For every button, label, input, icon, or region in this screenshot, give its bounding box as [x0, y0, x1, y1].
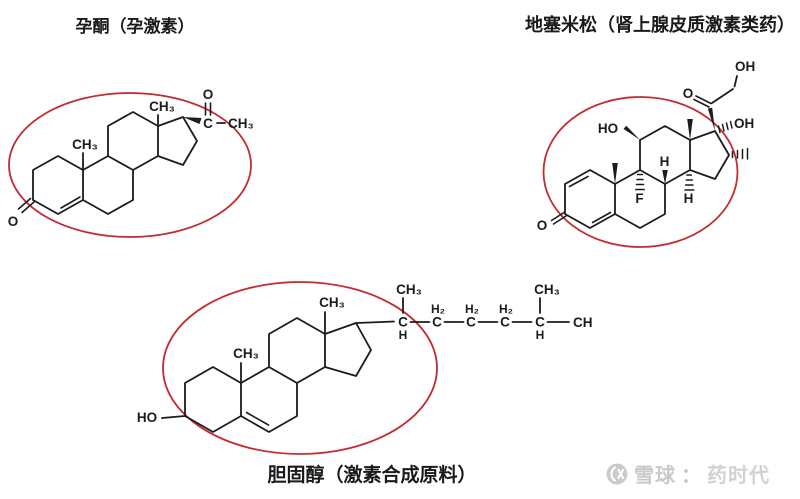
ketone-bond-1 — [552, 215, 567, 225]
cholesterol-bonds — [161, 297, 570, 433]
double-bond-c4-c5 — [60, 196, 81, 209]
atom-c13-methyl: CH₃ — [319, 295, 345, 310]
atom-c20: C — [203, 116, 213, 131]
atom-c20: C — [398, 315, 408, 330]
double-bond-c4-c5 — [591, 211, 612, 224]
progesterone-structure: O CH₃ CH₃ O C CH₃ — [8, 87, 254, 238]
atom-c13-methyl: CH₃ — [149, 99, 175, 114]
atom-h8: H — [660, 154, 670, 169]
c11-oh-wedge — [623, 125, 640, 140]
ketone-bond-2 — [550, 211, 565, 222]
c8-h-wedge — [662, 170, 668, 184]
atom-h25: H — [536, 328, 545, 342]
dexamethasone-structure: O HO F H H O OH OH — [537, 59, 756, 248]
c10-methyl-wedge — [612, 163, 618, 184]
cholesterol-structure: HO CH₃ CH₃ CH₃ C H C H₂ C H₂ C H₂ C H CH… — [137, 281, 593, 455]
watermark-brand: 雪球 — [634, 465, 676, 487]
progesterone-highlight-ellipse — [8, 92, 252, 238]
ring-b — [82, 155, 134, 215]
progesterone-bonds — [17, 102, 226, 215]
c20-ketone-bond-1 — [695, 95, 712, 105]
c20-c21-bond — [711, 88, 734, 104]
atom-c22: C — [432, 315, 442, 330]
atom-c21-methyl: CH₃ — [396, 282, 422, 297]
atom-oh21: OH — [735, 59, 755, 74]
ring-a — [564, 169, 616, 229]
atom-c24: C — [500, 315, 510, 330]
c9-f-hash-wedge — [635, 173, 645, 191]
ring-c — [639, 125, 691, 185]
atom-o3: O — [537, 218, 548, 233]
watermark-separator: ： — [681, 465, 702, 487]
cholesterol-caption: 胆固醇（激素合成原料） — [267, 465, 477, 486]
cholesterol-highlight-ellipse — [162, 281, 438, 455]
c17-c20-bond — [355, 320, 395, 324]
double-bond-c5-c6 — [245, 411, 270, 426]
atom-oh17: OH — [734, 116, 754, 131]
ring-b — [240, 366, 298, 433]
c3-oh-bond — [161, 415, 186, 419]
ring-a — [32, 155, 84, 215]
atom-o20: O — [203, 87, 214, 102]
atom-c27-truncated: CH — [573, 315, 593, 330]
c17-oh-hash-wedge — [717, 120, 733, 134]
watermark: 雪球：药时代 — [605, 459, 770, 488]
atom-c25: C — [535, 315, 545, 330]
ketone-bond-1 — [21, 201, 35, 214]
atom-f9: F — [635, 191, 643, 206]
atom-h20: H — [399, 328, 408, 342]
c16-methyl-hash-wedge — [731, 147, 749, 160]
c20-ketone-bond-2 — [693, 98, 710, 108]
c21-oh-bond — [733, 75, 738, 88]
progesterone-title: 孕酮（孕激素） — [75, 17, 195, 36]
dexamethasone-highlight-ellipse — [542, 96, 739, 248]
c13-methyl-wedge — [687, 119, 693, 140]
c17-c20-wedge — [707, 107, 715, 131]
dexamethasone-bonds — [550, 75, 749, 229]
watermark-suffix: 药时代 — [707, 465, 770, 487]
ring-d — [157, 116, 198, 166]
xueqiu-logo-icon — [606, 463, 628, 484]
atom-c21-methyl: CH₃ — [228, 116, 254, 131]
c17-c20-wedge — [183, 117, 202, 124]
atom-o3: O — [8, 214, 19, 229]
atom-c23-h2: H₂ — [465, 302, 479, 316]
ring-d — [324, 322, 372, 377]
atom-c26-methyl: CH₃ — [534, 282, 560, 297]
atom-c22-h2: H₂ — [431, 302, 445, 316]
atom-c24-h2: H₂ — [499, 302, 513, 316]
atom-c10-methyl: CH₃ — [233, 346, 259, 361]
ring-c — [268, 317, 326, 384]
atom-ho3: HO — [137, 410, 157, 425]
atom-h14: H — [684, 191, 694, 206]
atom-ho11: HO — [598, 121, 618, 136]
atom-c23: C — [466, 315, 476, 330]
atom-o20: O — [683, 86, 694, 101]
double-bond-c1-c2 — [568, 175, 589, 188]
ring-d — [689, 130, 730, 180]
c14-h-hash-wedge — [684, 174, 695, 191]
ring-b — [614, 169, 666, 229]
dexamethasone-title: 地塞米松（肾上腺皮质激素类药） — [525, 15, 795, 35]
dexamethasone-atom-labels: O HO F H H O OH OH — [537, 59, 756, 233]
atom-c10-methyl: CH₃ — [72, 137, 98, 152]
progesterone-atom-labels: O CH₃ CH₃ O C CH₃ — [8, 87, 254, 229]
cholesterol-atom-labels: HO CH₃ CH₃ CH₃ C H C H₂ C H₂ C H₂ C H CH… — [137, 282, 593, 425]
ring-c — [107, 111, 159, 171]
ketone-bond-2 — [17, 197, 32, 210]
